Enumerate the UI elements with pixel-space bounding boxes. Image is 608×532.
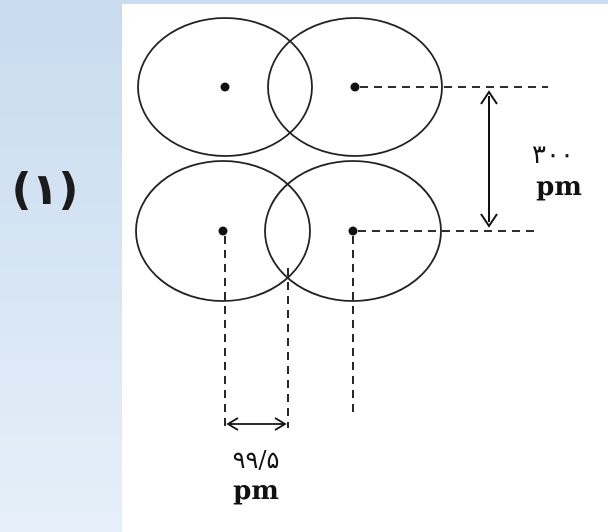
atom-circle-top-right	[267, 17, 443, 157]
arrowhead-right	[274, 417, 287, 431]
vertical-spacing-unit: pm	[536, 172, 582, 202]
atom-circle-bottom-right	[264, 160, 442, 302]
horizontal-overlap-unit: pm	[233, 476, 279, 506]
atom-circle-top-left	[137, 17, 313, 157]
nucleus-top-right	[350, 82, 360, 92]
nucleus-top-left	[220, 82, 230, 92]
horizontal-overlap-value: ۹۹/۵	[233, 446, 280, 474]
nucleus-bottom-right	[348, 226, 358, 236]
arrowhead-left	[226, 417, 239, 431]
arrowhead-down	[480, 213, 498, 228]
figure-number-label: (۱)	[11, 164, 79, 215]
arrowhead-up	[480, 90, 498, 105]
nucleus-bottom-left	[218, 226, 228, 236]
diagram-panel	[122, 4, 608, 532]
atom-circle-bottom-left	[135, 160, 311, 302]
vertical-spacing-value: ۳۰۰	[532, 140, 574, 170]
